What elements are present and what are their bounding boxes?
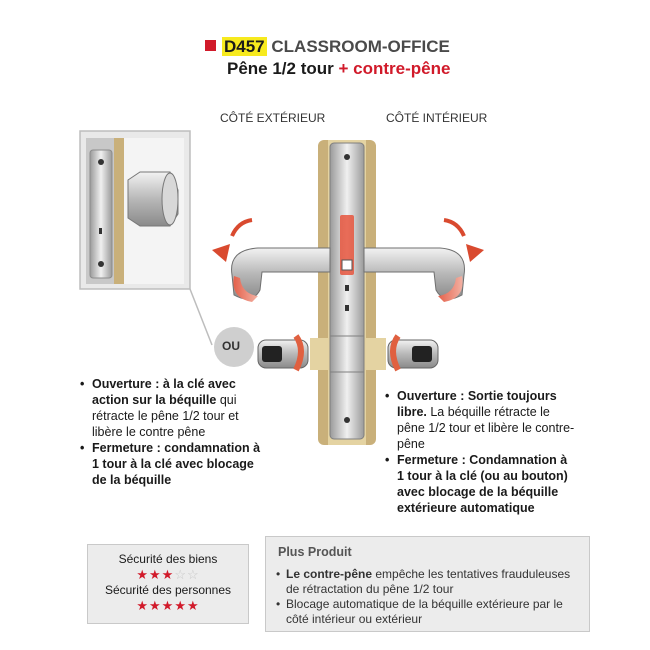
interior-info: Ouverture : Sortie toujours libre. La bé… — [385, 388, 575, 516]
interior-side-label: CÔTÉ INTÉRIEUR — [386, 111, 488, 125]
ou-bubble — [214, 327, 254, 367]
plus-item-contre-pene: Le contre-pêne empêche les tentatives fr… — [276, 567, 581, 597]
title-block: D457 CLASSROOM-OFFICE Pêne 1/2 tour + co… — [205, 36, 525, 80]
plus-produit-box: Plus Produit Le contre-pêne empêche les … — [265, 536, 590, 632]
security-ratings: Sécurité des biens ★★★☆☆ Sécurité des pe… — [87, 544, 249, 624]
cylinder-and-thumbturn — [257, 334, 439, 373]
inset-knob-detail — [79, 130, 191, 290]
product-name: CLASSROOM-OFFICE — [271, 37, 450, 56]
interior-fermeture: Fermeture : Condamnation à 1 tour à la c… — [385, 452, 575, 516]
star-filled-icon: ★ — [161, 567, 175, 582]
personnes-stars: ★★★★★ — [88, 598, 248, 614]
exterior-info: Ouverture : à la clé avec action sur la … — [80, 376, 265, 488]
star-filled-icon: ★ — [149, 567, 162, 582]
plus-item-blocage: Blocage automatique de la béquille extér… — [276, 597, 581, 627]
interior-ouverture: Ouverture : Sortie toujours libre. La bé… — [385, 388, 575, 452]
star-filled-icon: ★ — [136, 567, 150, 582]
plus-produit-list: Le contre-pêne empêche les tentatives fr… — [276, 567, 581, 627]
product-subtitle: Pêne 1/2 tour + contre-pêne — [227, 58, 525, 80]
exterior-side-label: CÔTÉ EXTÉRIEUR — [220, 111, 326, 125]
subtitle-main: Pêne 1/2 tour — [227, 59, 334, 78]
biens-label: Sécurité des biens — [118, 552, 218, 566]
star-filled-icon: ★ — [149, 598, 162, 613]
exterior-fermeture: Fermeture : condamnation à 1 tour à la c… — [80, 440, 265, 488]
star-filled-icon: ★ — [186, 598, 200, 613]
door — [318, 140, 376, 445]
lever-handles — [212, 218, 484, 302]
plus-produit-title: Plus Produit — [278, 545, 352, 559]
product-code: D457 — [222, 37, 267, 56]
star-empty-icon: ☆ — [174, 567, 187, 582]
connector-line — [189, 288, 213, 346]
subtitle-accent: + contre-pêne — [338, 59, 451, 78]
star-filled-icon: ★ — [161, 598, 175, 613]
star-empty-icon: ☆ — [186, 567, 200, 582]
star-filled-icon: ★ — [136, 598, 150, 613]
exterior-ouverture: Ouverture : à la clé avec action sur la … — [80, 376, 265, 440]
product-title: D457 CLASSROOM-OFFICE — [205, 36, 525, 58]
star-filled-icon: ★ — [174, 598, 187, 613]
ou-label: OU — [222, 339, 240, 353]
biens-stars: ★★★☆☆ — [88, 567, 248, 583]
personnes-label: Sécurité des personnes — [104, 583, 232, 597]
red-square-icon — [205, 40, 216, 51]
